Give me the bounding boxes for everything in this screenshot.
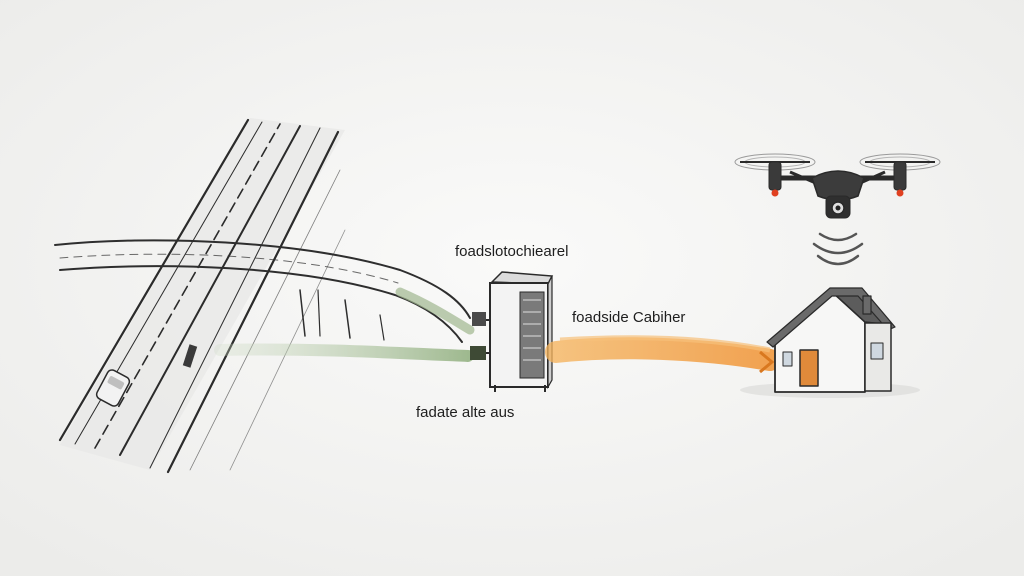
orange-flow — [545, 335, 781, 374]
label-roadside-cabinet: foadside Cabiher — [572, 309, 686, 326]
overpass-road — [54, 239, 471, 343]
drone-icon — [734, 153, 941, 219]
car-icon — [95, 369, 131, 407]
house-icon — [740, 287, 920, 398]
green-flow — [214, 343, 474, 362]
cabinet-icon — [489, 271, 554, 392]
label-roadside-panel: foadslotochiearel — [455, 243, 569, 260]
signal-waves-icon — [812, 232, 864, 266]
label-update-area: fadate alte aus — [416, 404, 515, 421]
